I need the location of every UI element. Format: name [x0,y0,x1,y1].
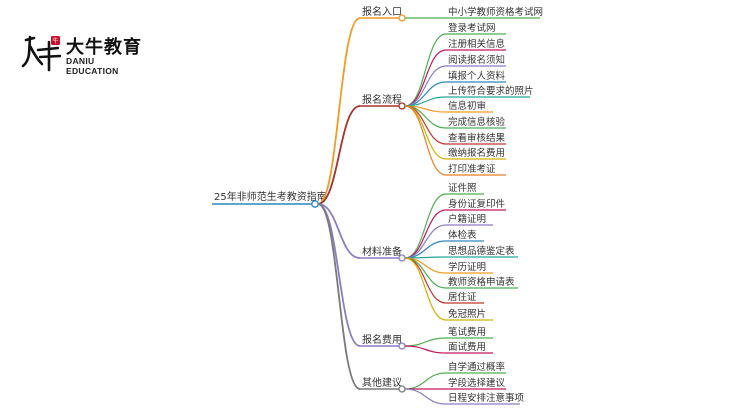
leaf-connector [404,257,447,321]
leaf-item: 面试费用 [448,341,486,353]
branch-node-icon [398,342,406,350]
branch-label: 报名入口 [362,5,402,18]
leaf-item: 思想品德鉴定表 [448,245,515,257]
leaf-connector [404,337,447,347]
leaf-connector [404,372,447,390]
leaf-item: 教师资格申请表 [448,276,515,288]
branch-label: 材料准备 [362,245,402,258]
root-branch-connector [317,203,361,390]
svg-text:牛: 牛 [52,37,58,45]
root-branch-connector [317,17,361,205]
leaf-item: 学历证明 [448,261,486,273]
leaf-item: 学段选择建议 [448,377,506,389]
root-branch-connector [317,203,361,259]
root-topic: 25年非师范生考教资指南 [214,190,327,203]
brand-name-en: DANIU EDUCATION [66,56,119,76]
leaf-item: 填报个人资料 [448,70,506,82]
root-branch-connector [317,203,361,347]
leaf-item: 自学通过概率 [448,361,506,373]
leaf-item: 信息初审 [448,100,486,112]
leaf-item: 注册相关信息 [448,38,505,50]
leaf-item: 完成信息核验 [448,116,506,128]
leaf-item: 中小学教师资格考试网 [448,6,543,18]
leaf-item: 体检表 [448,229,477,241]
leaf-item: 打印准考证 [448,163,496,175]
leaf-item: 查看审核结果 [448,132,506,144]
leaf-connector [404,257,447,304]
leaf-item: 居住证 [448,291,477,303]
leaf-connector [404,105,447,176]
branch-label: 其他建议 [362,376,402,389]
leaf-connector [404,388,447,405]
branch-node-icon [398,102,406,110]
leaf-item: 缴纳报名费用 [448,147,505,159]
branch-label: 报名流程 [362,93,402,106]
logo-mark-icon: 牛 [21,35,62,72]
leaf-item: 阅读报名须知 [448,54,505,66]
branch-node-icon [398,385,406,393]
root-node-icon [311,200,319,208]
leaf-connector [404,105,447,160]
leaf-connector [404,33,447,107]
leaf-connector [404,209,447,259]
root-branch-connector [317,105,361,205]
leaf-item: 登录考试网 [448,22,496,34]
leaf-item: 笔试费用 [448,326,486,338]
branch-node-icon [398,254,406,262]
brand-name-cn: 大牛教育 [66,37,142,58]
leaf-connector [404,345,447,354]
leaf-item: 户籍证明 [448,213,486,225]
leaf-item: 上传符合要求的照片 [448,85,534,97]
leaf-item: 身份证复印件 [448,198,506,210]
leaf-item: 免冠照片 [448,308,486,320]
brand-logo: 牛 大牛教育 DANIU EDUCATION [20,32,145,76]
branch-label: 报名费用 [362,333,402,346]
branch-node-icon [398,14,406,22]
leaf-item: 日程安排注意事项 [448,392,525,404]
leaf-item: 证件照 [448,182,477,194]
